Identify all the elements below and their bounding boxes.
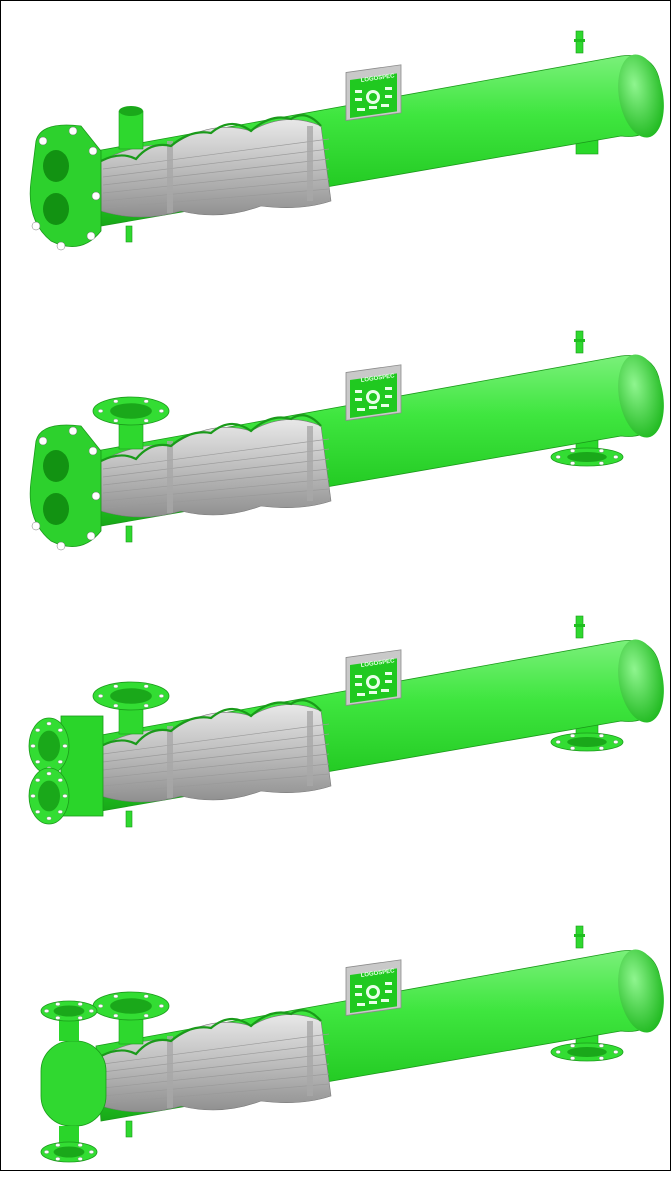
drain-stub: [125, 1120, 133, 1138]
exchanger-4: LOGOSPEC: [1, 896, 671, 1188]
plate-label: LOGOSPEC: [360, 73, 395, 84]
inlet-nozzle: [118, 106, 144, 150]
tube-bundle: [100, 414, 332, 518]
vent-stub: [574, 330, 585, 354]
drain-stub: [125, 810, 133, 828]
exchanger-3: LOGOSPEC: [1, 586, 671, 878]
exchanger-2: LOGOSPEC: [1, 301, 671, 593]
inlet-nozzle: [92, 681, 170, 735]
plate-label: LOGOSPEC: [360, 373, 395, 384]
vent-stub: [574, 615, 585, 639]
tube-bundle: [100, 114, 332, 218]
inlet-nozzle: [92, 991, 170, 1045]
channel-head: [29, 124, 102, 251]
tube-bundle: [100, 1009, 332, 1113]
channel-head: [28, 715, 104, 825]
exchanger-drawing: LOGOSPEC: [29, 30, 664, 251]
exchanger-drawing: LOGOSPEC: [40, 925, 664, 1163]
exchanger-drawing: LOGOSPEC: [29, 330, 664, 551]
exchanger-1: LOGOSPEC: [1, 1, 671, 293]
name-plate: LOGOSPEC: [345, 649, 402, 706]
plate-label: LOGOSPEC: [360, 968, 395, 979]
vent-stub: [574, 925, 585, 949]
support-leg: [550, 1020, 624, 1062]
name-plate: LOGOSPEC: [345, 364, 402, 421]
exchanger-drawing: LOGOSPEC: [28, 615, 664, 828]
name-plate: LOGOSPEC: [345, 64, 402, 121]
drain-stub: [125, 225, 133, 243]
channel-head: [29, 424, 102, 551]
inlet-nozzle: [92, 396, 170, 450]
channel-head: [40, 1000, 107, 1163]
tube-bundle: [100, 699, 332, 803]
name-plate: LOGOSPEC: [345, 959, 402, 1016]
drain-stub: [125, 525, 133, 543]
vent-stub: [574, 30, 585, 54]
plate-label: LOGOSPEC: [360, 658, 395, 669]
